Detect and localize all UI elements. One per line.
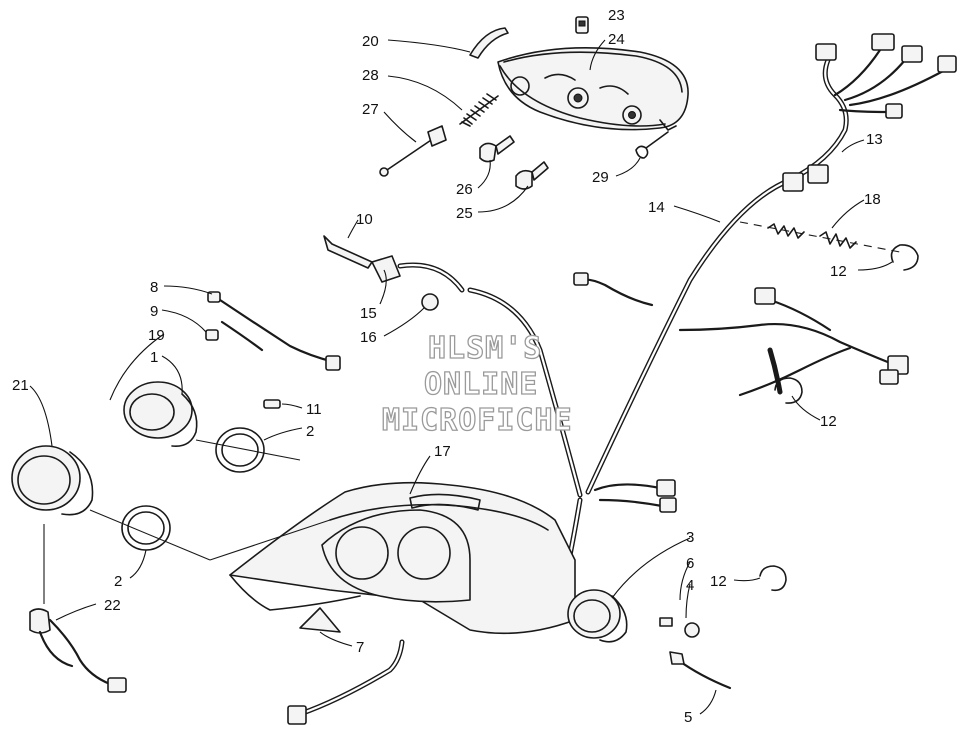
- washer-nut-part-4-6: [659, 617, 700, 638]
- watermark-line-2: ONLINE: [424, 367, 538, 402]
- clamp-part-12-lower: [759, 565, 787, 592]
- callout-6: 6: [686, 555, 694, 572]
- callout-1: 1: [150, 349, 158, 366]
- callout-20: 20: [362, 33, 379, 50]
- callout-2-upper: 2: [306, 423, 314, 440]
- connector-part-11: [263, 399, 281, 409]
- callout-29: 29: [592, 169, 609, 186]
- callout-12-middle: 12: [820, 413, 837, 430]
- watermark-line-3: MICROFICHE: [382, 403, 573, 438]
- callout-28: 28: [362, 67, 379, 84]
- callout-17: 17: [434, 443, 451, 460]
- callout-16: 16: [360, 329, 377, 346]
- callout-21: 21: [12, 377, 29, 394]
- callout-12-upper: 12: [830, 263, 847, 280]
- gauge-part-3: [567, 589, 628, 643]
- nut-part-16: [421, 293, 439, 311]
- callout-4: 4: [686, 577, 694, 594]
- clamp-part-12-middle: [767, 347, 803, 404]
- callout-9: 9: [150, 303, 158, 320]
- clip-part-23: [575, 16, 589, 34]
- spring-part-18: [739, 221, 901, 253]
- callout-5: 5: [684, 709, 692, 726]
- callout-2-lower: 2: [114, 573, 122, 590]
- callout-10: 10: [356, 211, 373, 228]
- callout-14: 14: [648, 199, 665, 216]
- callout-22: 22: [104, 597, 121, 614]
- callout-8: 8: [150, 279, 158, 296]
- dash-panel-part-17: [229, 481, 576, 635]
- bulb-socket-part-25: [515, 161, 549, 190]
- callout-25: 25: [456, 205, 473, 222]
- gauge-bezel-part-2-upper: [215, 427, 265, 473]
- watermark-line-1: HLSM'S: [428, 331, 542, 366]
- callout-7: 7: [356, 639, 364, 656]
- gauge-part-1: [123, 381, 301, 461]
- harness-part-22: [29, 524, 127, 693]
- callout-15: 15: [360, 305, 377, 322]
- wiring-harness-part-13: [782, 33, 957, 192]
- callout-numbers: 20 23 24 28 27 26 25 29 14 13 18 12 12 1…: [12, 7, 883, 726]
- clamp-part-12-upper: [890, 244, 919, 271]
- trim-strip-part-20: [469, 27, 509, 59]
- watermark: HLSM'S ONLINE MICROFICHE: [381, 330, 573, 438]
- bulb-socket-part-26: [479, 135, 515, 163]
- callout-23: 23: [608, 7, 625, 24]
- callout-19: 19: [148, 327, 165, 344]
- callout-11: 11: [306, 401, 322, 418]
- gauge-bezel-part-2-lower: [121, 505, 171, 551]
- lower-harness: [287, 639, 405, 725]
- callout-3: 3: [686, 529, 694, 546]
- gauge-part-21: [11, 445, 331, 561]
- bolt-part-10: [323, 235, 465, 293]
- harness-part-8-9: [205, 291, 341, 371]
- cable-part-5: [669, 651, 732, 690]
- callout-13: 13: [866, 131, 883, 148]
- callout-12-lower: 12: [710, 573, 727, 590]
- adjuster-spring-part-28: [459, 93, 499, 127]
- headlight-assembly: [497, 46, 689, 131]
- adjuster-screw-part-27: [379, 125, 447, 177]
- callout-18: 18: [864, 191, 881, 208]
- callout-27: 27: [362, 101, 379, 118]
- callout-24: 24: [608, 31, 625, 48]
- wire-clip-part-29: [635, 131, 669, 159]
- leader-lines: [29, 39, 893, 715]
- callout-26: 26: [456, 181, 473, 198]
